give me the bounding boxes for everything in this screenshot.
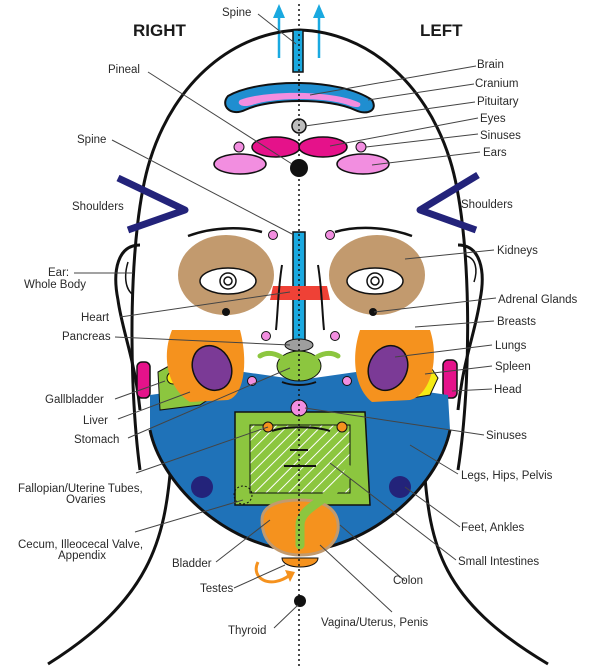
- label-breasts: Breasts: [497, 316, 536, 328]
- zone-spine-top: [292, 29, 304, 73]
- label-spleen: Spleen: [495, 361, 531, 373]
- label-thyroid: Thyroid: [228, 625, 266, 637]
- sinus-dot: [325, 230, 335, 240]
- eye-left: [346, 267, 404, 295]
- zone-shoulders-left: [416, 172, 480, 234]
- ear-right-inner: [124, 261, 133, 295]
- label-kidneys: Kidneys: [497, 245, 538, 257]
- zone-thyroid: [294, 595, 306, 607]
- label-shoulders-right: Shoulders: [72, 201, 124, 213]
- leader-lines: [74, 13, 497, 629]
- eye-right: [199, 267, 257, 295]
- zone-cecum: [233, 485, 253, 505]
- label-head: Head: [494, 384, 522, 396]
- label-pancreas: Pancreas: [62, 331, 111, 343]
- sinus-dot: [268, 230, 278, 240]
- label-brain: Brain: [477, 59, 504, 71]
- zone-sinuses-lower: [290, 399, 308, 417]
- fallopian-dot: [336, 421, 348, 433]
- label-ear-line2: Whole Body: [24, 279, 86, 291]
- sinus-dot: [330, 331, 340, 341]
- curved-arrow-head: [285, 570, 295, 582]
- zone-adrenal-right: [222, 308, 230, 316]
- nose-line-right: [275, 264, 283, 331]
- label-bladder: Bladder: [172, 558, 212, 570]
- label-pituitary: Pituitary: [477, 96, 519, 108]
- zone-pineal: [290, 159, 308, 177]
- label-spine-top: Spine: [222, 7, 251, 19]
- label-eyes: Eyes: [480, 113, 506, 125]
- label-ear-line1: Ear:: [48, 267, 69, 279]
- curved-arrow-icon: [254, 561, 291, 584]
- label-fallopian-line1: Fallopian/Uterine Tubes,: [18, 483, 143, 495]
- colon-tail: [295, 465, 355, 550]
- zone-brain: [238, 92, 361, 108]
- label-small-intestines: Small Intestines: [458, 556, 539, 568]
- label-stomach: Stomach: [74, 434, 119, 446]
- zone-eyes-left: [298, 136, 348, 158]
- label-fallopian-line2: Ovaries: [66, 494, 106, 506]
- header-left: LEFT: [420, 21, 463, 40]
- label-cranium: Cranium: [475, 78, 518, 90]
- ear-left-inner: [465, 255, 477, 283]
- zone-testes: [281, 557, 319, 568]
- label-ears: Ears: [483, 147, 507, 159]
- label-gallbladder: Gallbladder: [45, 394, 104, 406]
- label-legs: Legs, Hips, Pelvis: [461, 470, 553, 482]
- ear-left: [456, 243, 484, 411]
- zone-head-left: [442, 359, 458, 399]
- label-vagina: Vagina/Uterus, Penis: [321, 617, 428, 629]
- zone-adrenal-left: [369, 308, 377, 316]
- zone-heart: [270, 286, 330, 300]
- neck-outline-right: [47, 462, 173, 666]
- label-colon: Colon: [393, 575, 423, 587]
- pupil: [223, 276, 233, 286]
- label-sinuses-top: Sinuses: [480, 130, 521, 142]
- zone-ears-left: [336, 153, 390, 175]
- zone-sinuses-top-right: [233, 141, 245, 153]
- zone-small-intestines: [249, 424, 351, 494]
- iris: [219, 272, 237, 290]
- stomach-arm: [311, 351, 341, 363]
- zone-stomach: [276, 350, 322, 382]
- eyebrow-left: [334, 226, 413, 238]
- zone-lungs-right: [191, 344, 233, 392]
- label-spine: Spine: [77, 134, 106, 146]
- zone-feet-right: [191, 476, 213, 498]
- label-shoulders-left: Shoulders: [461, 199, 513, 211]
- pupil: [370, 276, 380, 286]
- eyebrow-right: [187, 227, 263, 238]
- label-sinuses-lower: Sinuses: [486, 430, 527, 442]
- header-right: RIGHT: [133, 21, 187, 40]
- sinus-dot: [342, 376, 352, 386]
- nose-line-left: [317, 264, 325, 331]
- label-lungs: Lungs: [495, 340, 527, 352]
- label-cecum-line1: Cecum, Illeocecal Valve,: [18, 539, 143, 551]
- label-liver: Liver: [83, 415, 108, 427]
- label-feet: Feet, Ankles: [461, 522, 525, 534]
- sinus-dot: [261, 331, 271, 341]
- zone-ears-right: [213, 153, 267, 175]
- zone-sinuses-top-left: [355, 141, 367, 153]
- zone-head-right: [136, 361, 151, 399]
- label-cecum-line2: Appendix: [58, 550, 106, 562]
- arrow-up-icon-right: [273, 4, 285, 58]
- zone-shoulders-right: [116, 174, 189, 234]
- label-heart: Heart: [81, 312, 110, 324]
- zone-feet-left: [389, 476, 411, 498]
- ear-right: [114, 243, 142, 411]
- iris: [366, 272, 384, 290]
- label-testes: Testes: [200, 583, 233, 595]
- neck-outline-left: [422, 465, 549, 666]
- stomach-arm: [257, 351, 287, 363]
- mouth-line: [271, 426, 331, 432]
- arrow-up-icon-left: [313, 4, 325, 58]
- label-pineal: Pineal: [108, 64, 140, 76]
- label-adrenal: Adrenal Glands: [498, 294, 578, 306]
